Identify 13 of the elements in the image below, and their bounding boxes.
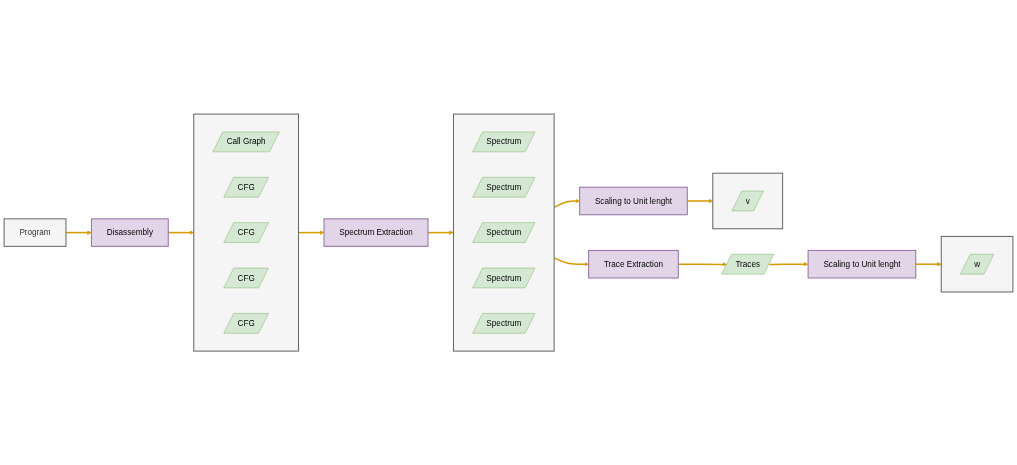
node-box: Spectrum Extraction	[323, 218, 429, 247]
node-box: Scaling to Unit lenght	[579, 186, 688, 216]
arrow	[65, 230, 92, 235]
node-box: Trace Extraction	[588, 249, 679, 279]
node-box: Program	[3, 218, 67, 247]
cluster	[712, 172, 784, 230]
arrow	[915, 261, 942, 267]
cluster	[453, 113, 555, 352]
cluster	[193, 113, 299, 352]
cluster	[940, 235, 1014, 293]
node-box: Disassembly	[90, 218, 169, 247]
node-box: Scaling to Unit lenght	[807, 249, 917, 279]
arrow	[768, 261, 809, 267]
